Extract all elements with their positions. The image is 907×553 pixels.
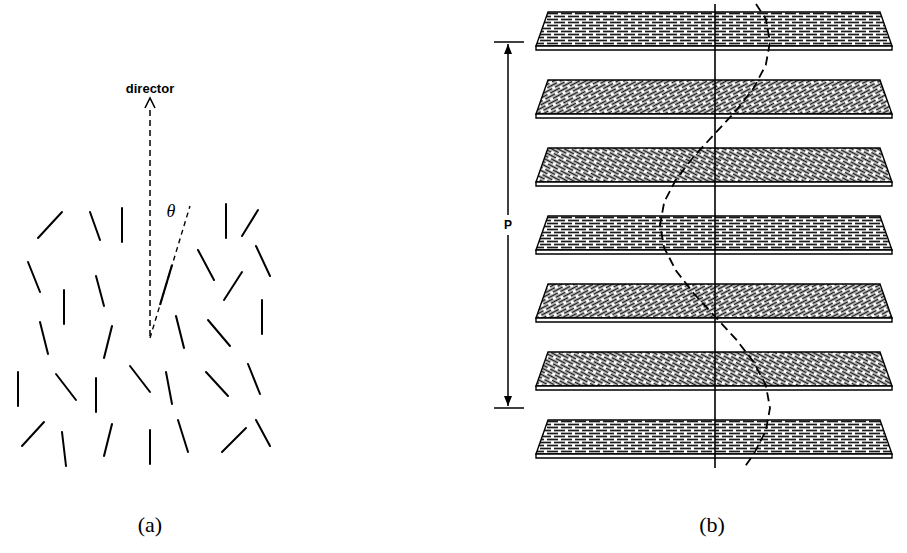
pitch-arrowhead: [504, 396, 512, 406]
panel-label: (b): [699, 512, 725, 538]
tilted-molecule: [160, 265, 172, 305]
pitch-marker: [494, 42, 524, 408]
director-arrowhead: [145, 98, 155, 108]
helix-axis: [714, 4, 716, 468]
director-axis: [149, 110, 151, 336]
nematic-rods: [18, 204, 270, 466]
pitch-arrowhead: [504, 44, 512, 54]
angle-label: θ: [167, 201, 176, 222]
pitch-label: P: [502, 215, 514, 235]
molecule-axis: [150, 206, 190, 338]
panel-label: (a): [138, 512, 162, 538]
director-label: director: [126, 81, 174, 96]
director-helix: [660, 4, 770, 468]
cholesteric-layers: [536, 12, 892, 458]
